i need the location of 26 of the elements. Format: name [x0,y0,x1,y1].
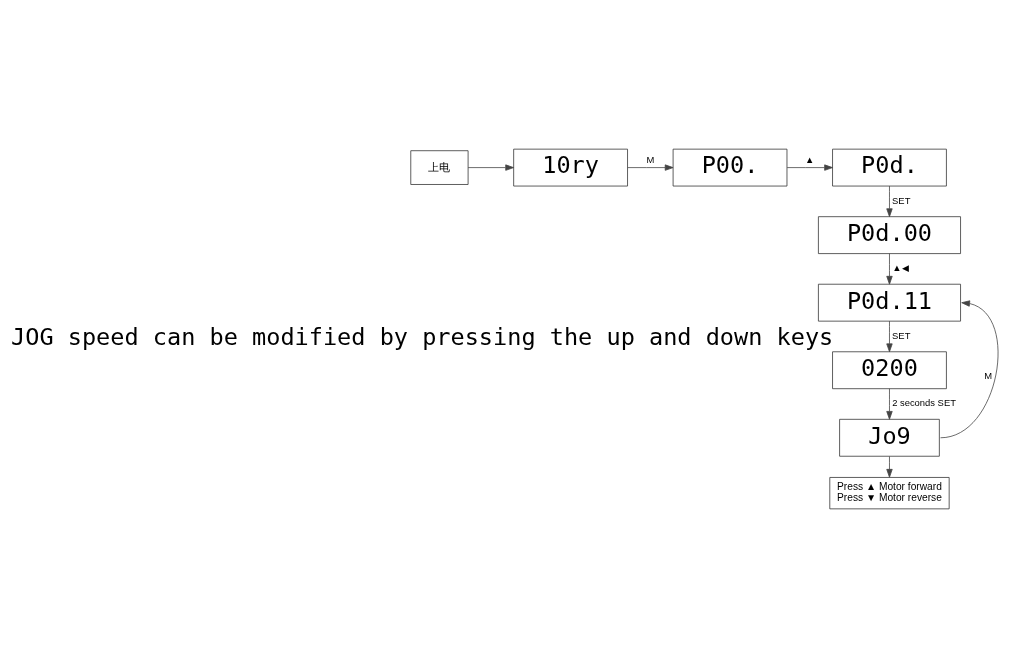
edge-label: SET [892,194,911,206]
arrow [786,163,833,171]
edge-label: ▲◀ [892,261,909,273]
arrow [940,299,999,438]
arrow [627,163,674,171]
arrow [886,252,893,285]
arrow [886,185,893,217]
edge-label: M [984,369,993,381]
node-box: 10ry [513,148,628,186]
node-label: JOG speed can be modified by pressing the up and down keys [11,322,834,351]
node-box: 0200 [832,350,947,389]
arrow [886,320,893,352]
arrow [467,163,514,171]
edge-label: SET [892,329,911,341]
node-box: P0d. [832,148,947,186]
node-box: Press ▲ Motor forward Press ▼ Motor reverse [829,476,950,509]
node-box: P0d.00 [818,215,961,254]
node-box: Jo9 [839,418,940,457]
edge-label: M [646,153,655,165]
edge-label: 2 seconds SET [892,396,956,408]
node-box: P0d.11 [818,283,961,322]
arrow [886,455,893,478]
edge-label: ▲ [805,153,815,165]
node-box: 上电 [410,149,469,185]
node-box: P00. [672,148,788,186]
arrow [886,387,893,420]
